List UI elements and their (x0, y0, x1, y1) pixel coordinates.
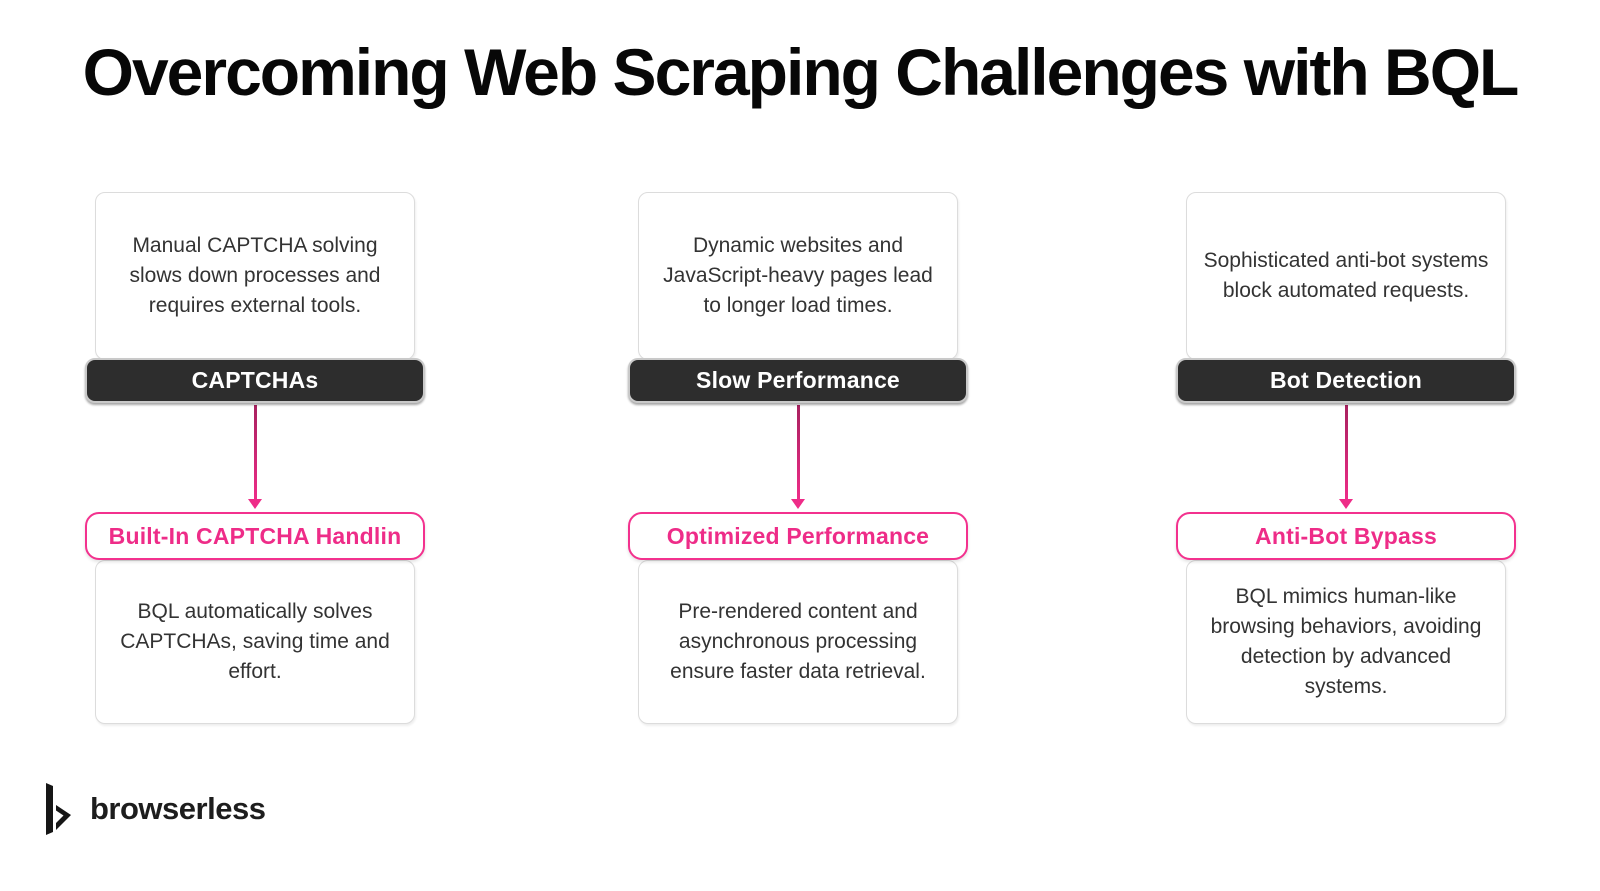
column-captchas: Manual CAPTCHA solving slows down proces… (85, 192, 425, 732)
page-title: Overcoming Web Scraping Challenges with … (82, 35, 1520, 109)
solution-label: Built-In CAPTCHA Handlin (108, 522, 402, 549)
solution-description-box: BQL mimics human-like browsing behaviors… (1186, 560, 1506, 724)
challenge-description: Sophisticated anti-bot systems block aut… (1203, 249, 1489, 302)
challenge-description: Manual CAPTCHA solving slows down proces… (129, 234, 381, 317)
challenge-label: Slow Performance (696, 367, 900, 393)
column-bot-detection: Sophisticated anti-bot systems block aut… (1176, 192, 1516, 732)
challenge-description-box: Sophisticated anti-bot systems block aut… (1186, 192, 1506, 360)
brand-name: browserless (90, 791, 266, 826)
solution-label-badge: Built-In CAPTCHA Handlin (85, 512, 425, 560)
challenge-description-box: Dynamic websites and JavaScript-heavy pa… (638, 192, 958, 360)
browserless-logo-icon (40, 782, 76, 836)
solution-description-box: Pre-rendered content and asynchronous pr… (638, 560, 958, 724)
solution-description-box: BQL automatically solves CAPTCHAs, savin… (95, 560, 415, 724)
arrow-down-icon (1340, 405, 1352, 509)
challenge-description-box: Manual CAPTCHA solving slows down proces… (95, 192, 415, 360)
solution-label: Optimized Performance (666, 522, 930, 549)
solution-label-badge: Optimized Performance (628, 512, 968, 560)
column-slow-performance: Dynamic websites and JavaScript-heavy pa… (628, 192, 968, 732)
challenge-label: Bot Detection (1269, 367, 1423, 393)
arrow-down-icon (792, 405, 804, 509)
solution-label: Anti-Bot Bypass (1255, 522, 1437, 549)
challenge-label: CAPTCHAs (191, 367, 319, 393)
solution-description: BQL mimics human-like browsing behaviors… (1210, 585, 1482, 698)
brand-footer: browserless (40, 782, 266, 836)
solution-description: BQL automatically solves CAPTCHAs, savin… (120, 600, 390, 683)
solution-label-badge: Anti-Bot Bypass (1176, 512, 1516, 560)
solution-description: Pre-rendered content and asynchronous pr… (670, 600, 926, 683)
challenge-label-badge: Slow Performance (628, 358, 968, 403)
challenge-label-badge: Bot Detection (1176, 358, 1516, 403)
challenge-label-badge: CAPTCHAs (85, 358, 425, 403)
challenge-description: Dynamic websites and JavaScript-heavy pa… (663, 234, 933, 317)
arrow-down-icon (249, 405, 261, 509)
